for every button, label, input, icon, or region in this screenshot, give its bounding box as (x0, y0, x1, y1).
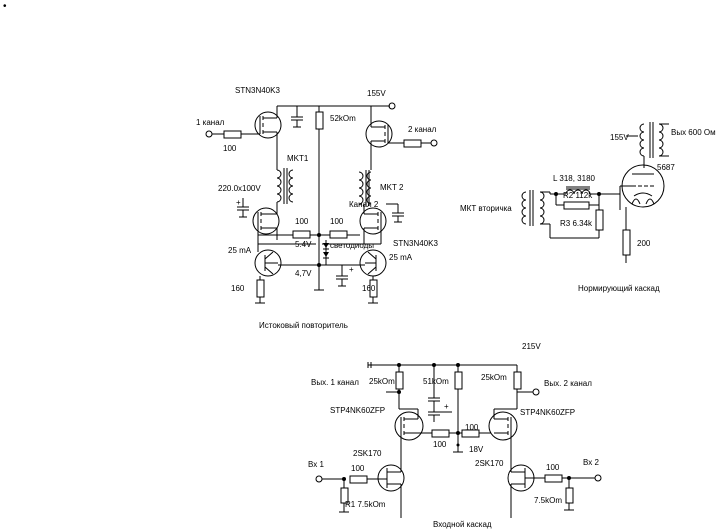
follower-caption: Истоковый повторитель (259, 321, 348, 330)
r-g2-label: 100 (465, 423, 479, 432)
out1-label: Вых. 1 канал (311, 378, 359, 387)
resistor-cathode (622, 229, 631, 256)
r-right-label: 7.5kOm (534, 496, 562, 505)
mosfet-mid-right (359, 204, 387, 244)
input2-terminal (430, 139, 438, 147)
i-left-label: 25 mA (228, 246, 252, 255)
resistor-emitter-left (256, 279, 265, 298)
r-in1-label: 100 (351, 464, 365, 473)
out2-label: Вых. 2 канал (544, 379, 592, 388)
transformer-mkt1 (276, 168, 294, 204)
norm-caption: Нормирующий каскад (578, 284, 660, 293)
i-right-label: 25 mA (389, 253, 413, 262)
mkt1-label: MKT1 (287, 154, 309, 163)
norm-out-label: Вых 600 Ом (671, 128, 716, 137)
mosfet-input-left (394, 408, 432, 442)
mosfet-input-right (488, 408, 518, 456)
r-emit-right-label: 160 (362, 284, 376, 293)
mosfet-top-label: STN3N40K3 (235, 86, 280, 95)
input1-terminal (205, 130, 213, 138)
resistor-gate-left (292, 230, 311, 239)
jfet-right-label: 2SK170 (475, 459, 504, 468)
jfet-right (507, 456, 535, 518)
resistor-g1 (431, 429, 450, 438)
resistor-in2 (544, 474, 563, 483)
r-gate1-label: 100 (223, 144, 237, 153)
out2-terminal (532, 388, 540, 396)
resistor-52k (315, 111, 324, 130)
resistor-r-right (565, 487, 574, 504)
tube-label: 5687 (657, 163, 675, 172)
transformer-mkt2 (358, 170, 372, 206)
supply-terminal (388, 102, 396, 110)
source-follower-circuit: 155V STN3N40K3 1 канал 100 52kOm (196, 86, 438, 330)
follower-supply-label: 155V (367, 89, 386, 98)
r-g1-label: 100 (433, 440, 447, 449)
resistor-r3 (595, 209, 604, 231)
r-mid-label: 51kOm (423, 377, 449, 386)
r-gate-left-label: 100 (295, 217, 309, 226)
mosfet-right-label: STP4NK60ZFP (520, 408, 575, 417)
r3-label: R3 6.34k (560, 219, 593, 228)
r-emit-left-label: 160 (231, 284, 245, 293)
r1-label: R1 7.5kOm (345, 500, 386, 509)
mkt-secondary-label: МКТ вторичка (460, 204, 512, 213)
r2-label: R2 112k (563, 191, 593, 200)
mosfet-left-label: STP4NK60ZFP (330, 406, 385, 415)
resistor-gate-right (329, 230, 348, 239)
inductor-label: L 318, 3180 (553, 174, 596, 183)
in1-terminal (315, 475, 323, 483)
bjt-right (359, 249, 387, 277)
resistor-r2 (563, 201, 590, 210)
resistor-load2 (513, 371, 522, 390)
leds-label: светодиоды (330, 241, 374, 250)
input-stage-circuit: 215V 25kOm Вых. 1 канал 51kOm 25kOm Вых.… (308, 342, 602, 529)
page-bullet: • (3, 1, 7, 12)
svg-text:+: + (444, 402, 449, 411)
r-load2-label: 25kOm (481, 373, 507, 382)
resistor-51k (454, 371, 463, 390)
resistor-gate2 (403, 139, 422, 148)
mosfet-bottom-label: STN3N40K3 (393, 239, 438, 248)
input-supply-label: 215V (522, 342, 541, 351)
svg-text:+: + (349, 265, 354, 274)
jfet-left (377, 458, 405, 518)
v-mid-label: 18V (469, 445, 484, 454)
r-load1-label: 25kOm (369, 377, 395, 386)
r-cathode-label: 200 (637, 239, 651, 248)
norm-supply-label: 155V (610, 133, 629, 142)
r-gate-right-label: 100 (330, 217, 344, 226)
r-52k-label: 52kOm (330, 114, 356, 123)
resistor-load1 (395, 371, 404, 390)
normalizing-stage-circuit: 155V Вых 600 Ом 5687 L 318, 3180 (460, 122, 716, 293)
jfet-left-label: 2SK170 (353, 449, 382, 458)
r-in2-label: 100 (546, 463, 560, 472)
bjt-left (254, 244, 282, 277)
in1-label: Вх 1 (308, 460, 324, 469)
mosfet-mid-left (252, 207, 280, 240)
mosfet-top-left (254, 106, 282, 170)
resistor-in1 (349, 475, 368, 484)
svg-text:+: + (236, 198, 241, 207)
input2-label: 2 канал (408, 125, 437, 134)
cap-220-label: 220.0x100V (218, 184, 261, 193)
mosfet-top-right (365, 106, 393, 170)
mkt2-label: MKT 2 (380, 183, 404, 192)
led-string (323, 240, 329, 265)
v-led-label: 5.4V (295, 240, 312, 249)
in2-terminal (594, 474, 602, 482)
input1-label: 1 канал (196, 118, 225, 127)
v-base-label: 4,7V (295, 269, 312, 278)
input-stage-caption: Входной каскад (433, 520, 492, 529)
in2-label: Вх 2 (583, 458, 599, 467)
resistor-gate1 (223, 130, 242, 139)
